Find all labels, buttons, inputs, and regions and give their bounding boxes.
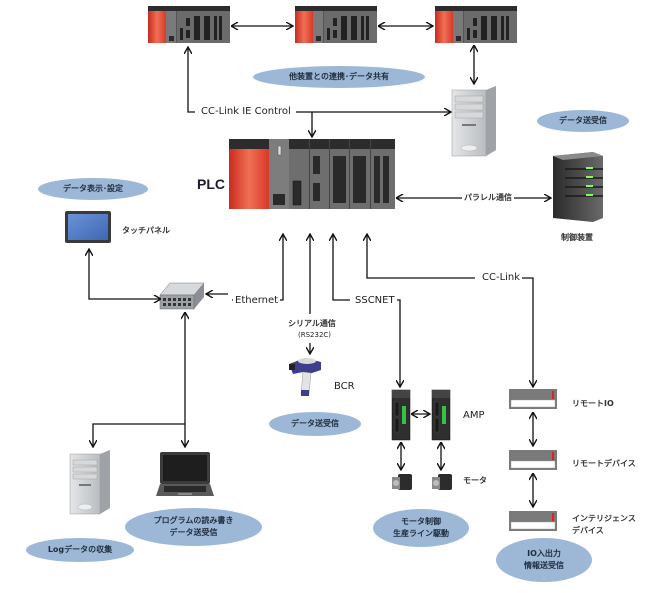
hub-to-touchpanel bbox=[89, 249, 160, 299]
bubble-program: プログラムの読み書き データ送受信 bbox=[125, 508, 262, 546]
pc-tower-top bbox=[451, 86, 496, 157]
intelligent-device bbox=[509, 511, 557, 531]
ethernet-hub bbox=[159, 282, 205, 310]
control-device-label: 制御装置 bbox=[561, 233, 593, 242]
cc-link-line-plc bbox=[367, 234, 475, 279]
remote-io-label: リモートIO bbox=[572, 399, 614, 408]
bubble-io-text-1: IO入出力 bbox=[527, 549, 561, 558]
bubble-motor-control: モータ制御 生産ライン駆動 bbox=[373, 509, 469, 547]
bubble-motor-control-text-2: 生産ライン駆動 bbox=[393, 529, 449, 538]
remote-device bbox=[509, 450, 557, 470]
bubble-io: IO入出力 情報送受信 bbox=[496, 538, 592, 582]
bubble-log-text: Logデータの収集 bbox=[47, 545, 113, 554]
cc-link-line-remote bbox=[520, 277, 533, 387]
bubble-data-tx-right-text: データ送受信 bbox=[559, 116, 607, 125]
plc-top-left bbox=[148, 6, 230, 43]
ethernet-line-plc bbox=[232, 234, 283, 301]
bubble-display-settings: データ表示･設定 bbox=[38, 178, 148, 200]
amp-label: AMP bbox=[463, 410, 485, 421]
hub-to-log-pc bbox=[93, 423, 185, 447]
cc-link-label: CC-Link bbox=[480, 272, 523, 284]
amp-2 bbox=[431, 389, 451, 441]
bubble-motor-control-text-1: モータ制御 bbox=[401, 517, 441, 526]
bubble-display-settings-text: データ表示･設定 bbox=[63, 184, 123, 193]
amp-1 bbox=[391, 389, 411, 441]
ethernet-label: Ethernet bbox=[233, 295, 281, 307]
sscnet-line-amp bbox=[395, 299, 400, 387]
serial-sub-label: (RS232C) bbox=[296, 331, 334, 340]
bubble-log: Logデータの収集 bbox=[26, 538, 134, 562]
serial-label: シリアル通信 bbox=[286, 318, 338, 330]
bubble-program-text-1: プログラムの読み書き bbox=[153, 516, 234, 525]
plc-top-right bbox=[435, 6, 517, 43]
sscnet-label: SSCNET bbox=[353, 295, 397, 307]
parallel-label: パラレル通信 bbox=[462, 192, 514, 204]
bubble-program-text-2: データ送受信 bbox=[169, 528, 218, 537]
plc-main bbox=[229, 139, 395, 209]
server-control-device bbox=[553, 152, 603, 222]
intelligent-device-label-2: デバイス bbox=[572, 526, 604, 535]
bubble-data-tx-right: データ送受信 bbox=[537, 110, 629, 132]
cc-link-ie-control-label: CC-Link IE Control bbox=[199, 106, 293, 118]
plc-label: PLC bbox=[197, 176, 225, 192]
motor-label: モータ bbox=[463, 476, 487, 485]
cc-link-ie-line-left bbox=[188, 47, 195, 113]
intelligent-device-label-1: インテリジェンス bbox=[572, 514, 636, 523]
bcr-label: BCR bbox=[334, 381, 355, 392]
touch-panel-label: タッチパネル bbox=[122, 226, 170, 235]
motor-1 bbox=[392, 474, 412, 490]
plc-top-middle bbox=[295, 6, 377, 43]
bcr-scanner bbox=[289, 358, 321, 396]
bubble-bcr-data-text: データ送受信 bbox=[291, 419, 339, 428]
touch-panel-device bbox=[65, 211, 111, 243]
motor-2 bbox=[432, 474, 452, 490]
sscnet-line-plc bbox=[333, 234, 350, 301]
laptop bbox=[156, 452, 214, 496]
bubble-io-text-2: 情報送受信 bbox=[524, 561, 564, 570]
pc-tower-log bbox=[69, 450, 110, 515]
remote-device-label: リモートデバイス bbox=[572, 459, 636, 468]
bubble-bcr-data: データ送受信 bbox=[269, 412, 361, 436]
bubble-linkage: 他装置との連携･データ共有 bbox=[253, 66, 425, 88]
bubble-linkage-text: 他装置との連携･データ共有 bbox=[289, 72, 389, 81]
remote-io-device bbox=[509, 389, 557, 409]
